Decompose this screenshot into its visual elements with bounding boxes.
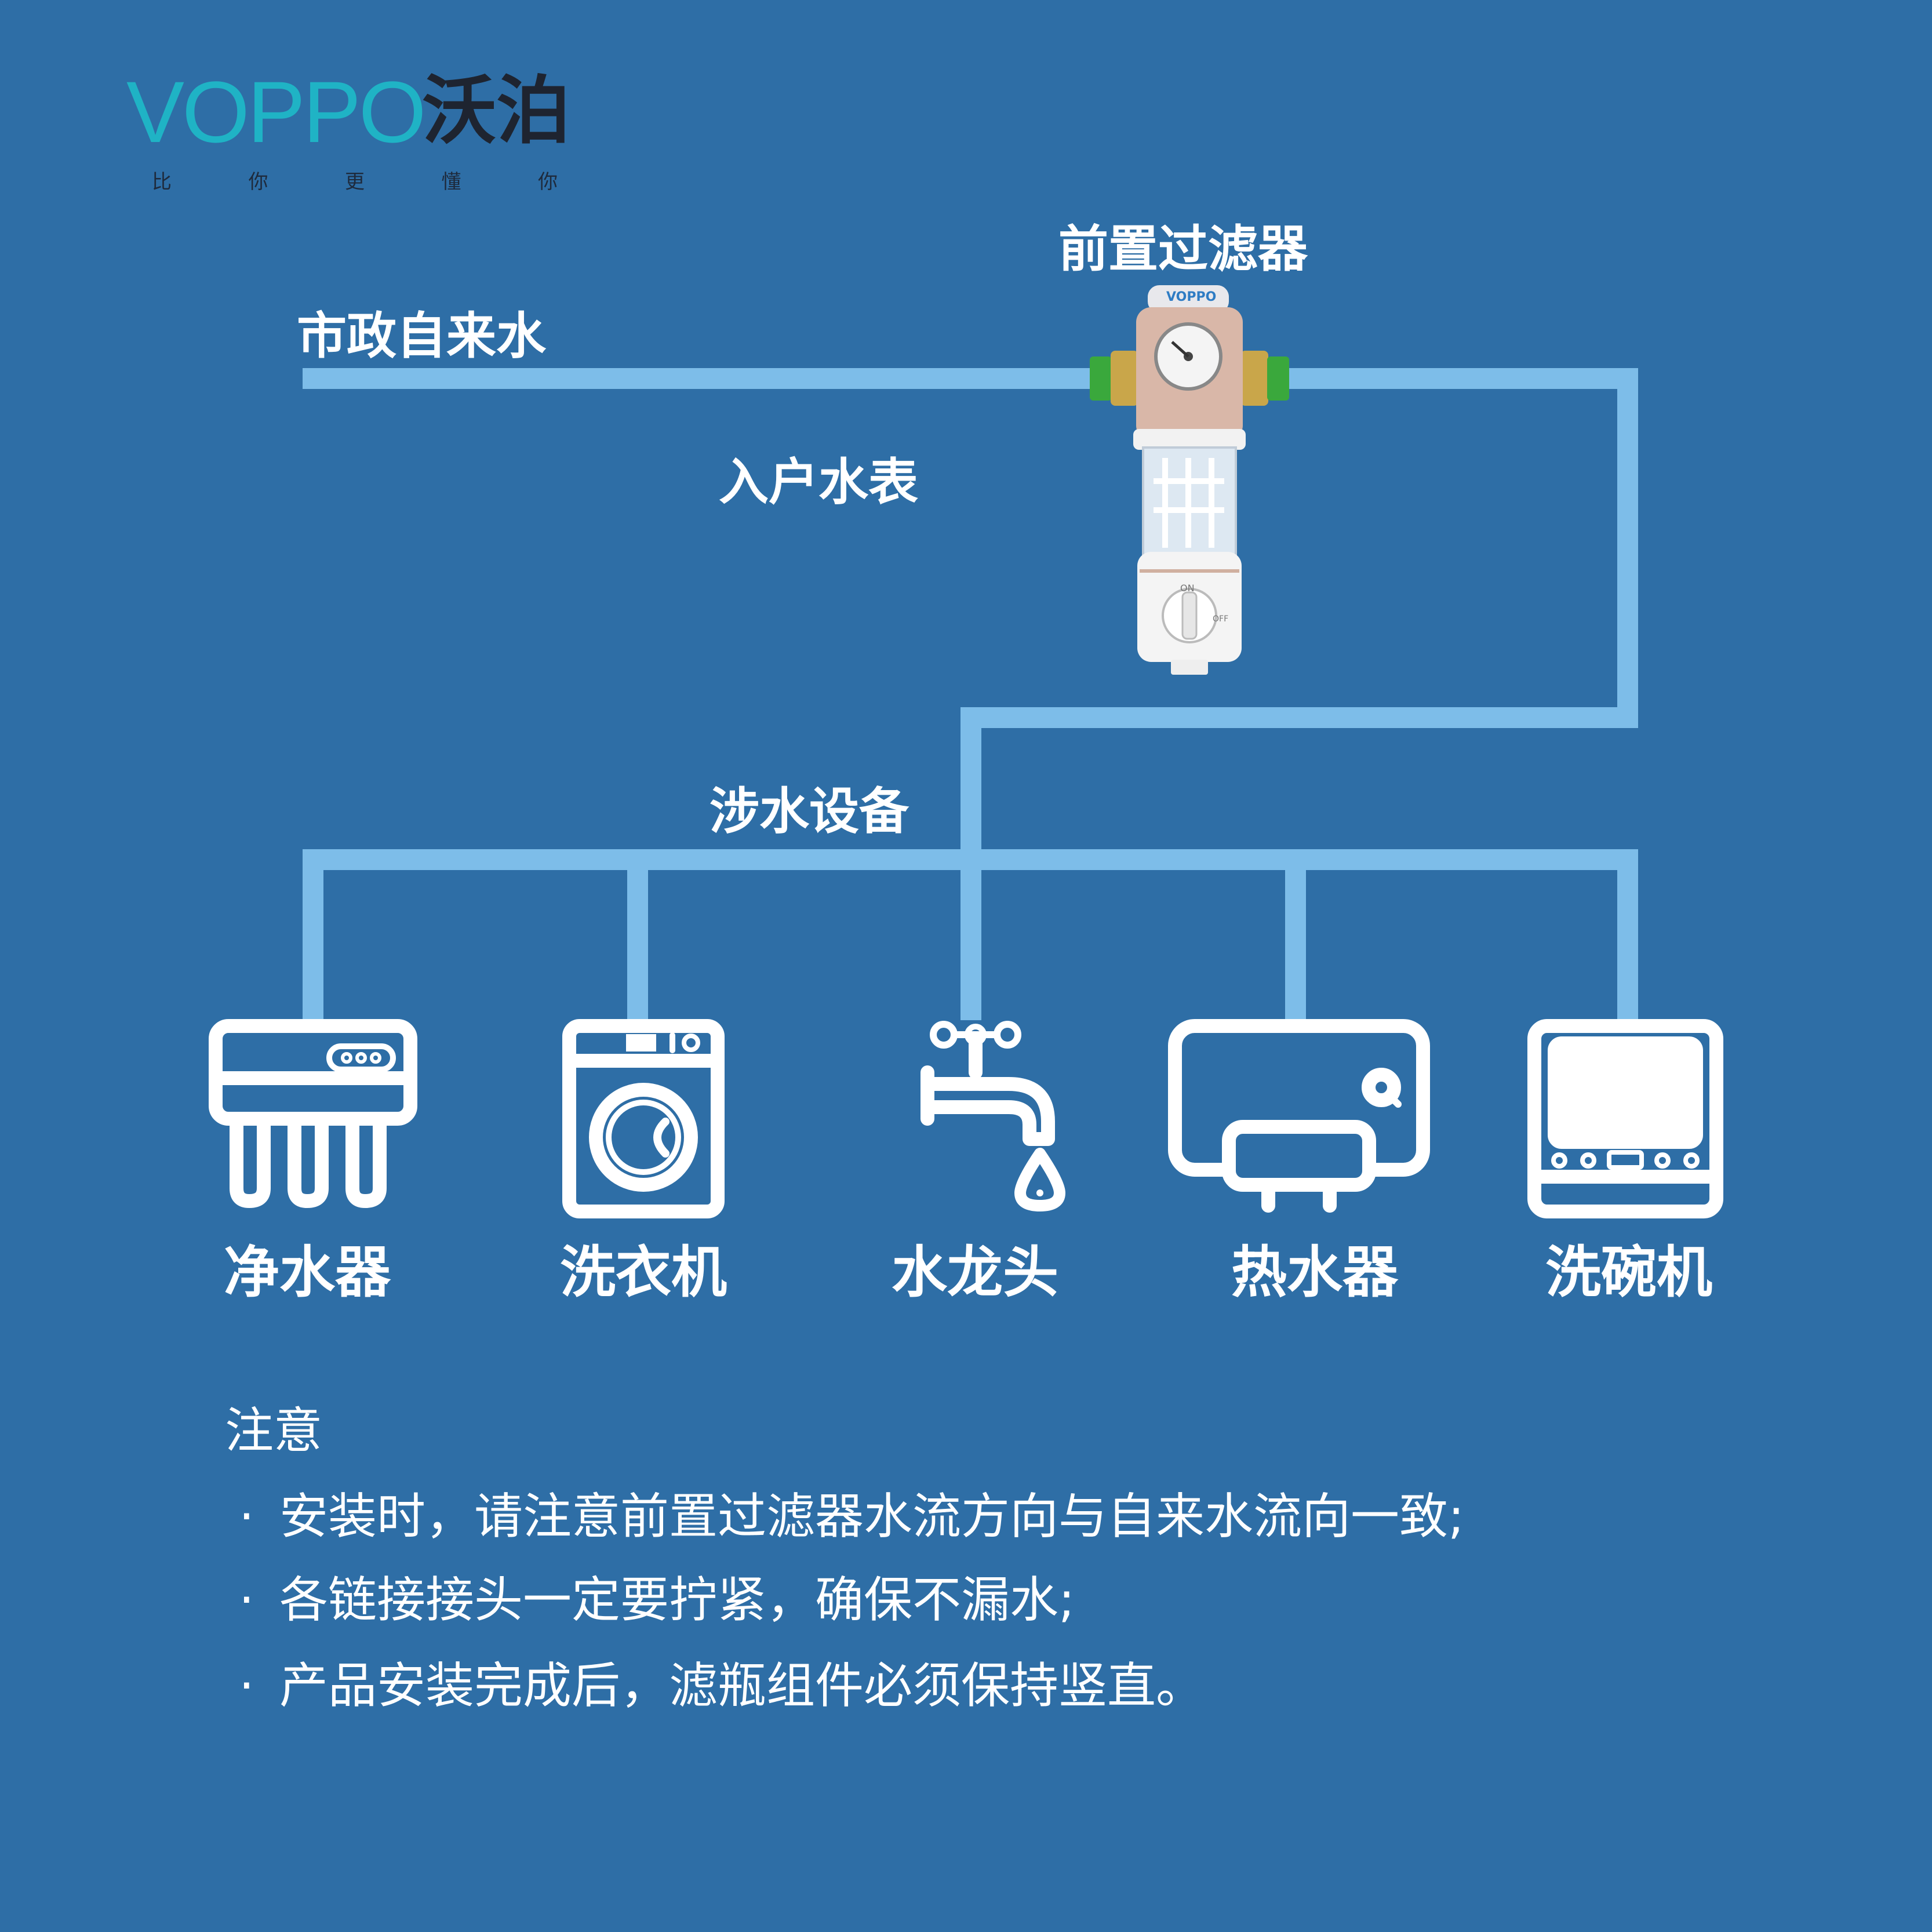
main-pipe [303,368,1638,860]
filter-dial-on: ON [1180,583,1195,594]
fitting-left-brass [1111,351,1138,406]
note-bullet: · [239,1488,254,1545]
note-text: 各链接接头一定要拧紧，确保不漏水; [279,1571,1075,1628]
filter-dial-off: OFF [1213,614,1229,624]
pre-filter-device [1090,285,1289,675]
dishwasher-icon [1527,1019,1723,1218]
fitting-right-brass [1240,351,1268,406]
filter-brand-mark: VOPPO [1166,290,1217,304]
flush-knob-handle [1181,591,1198,640]
water-heater-icon [1168,1019,1430,1213]
device-label-heater: 热水器 [1231,1240,1398,1305]
brand-logo-cn: 沃泊 [422,68,571,154]
brand-slogan: 比 你 更 懂 你 [152,166,558,194]
note-item: · 安装时，请注意前置过滤器水流方向与自来水流向一致; [239,1487,1464,1545]
slogan-char: 懂 [441,170,461,194]
label-municipal-water: 市政自来水 [297,307,546,365]
device-label-dishwasher: 洗碗机 [1545,1240,1712,1305]
filter-collar [1133,429,1246,450]
note-bullet: · [239,1657,254,1714]
label-water-meter: 入户水表 [719,453,918,511]
device-label-washer: 洗衣机 [560,1240,727,1305]
slogan-char: 更 [345,170,365,194]
note-item: · 产品安装完成后，滤瓶组件必须保持竖直。 [239,1657,1205,1715]
water-purifier-icon [209,1019,417,1208]
note-text: 安装时，请注意前置过滤器水流方向与自来水流向一致; [279,1488,1465,1545]
label-water-devices: 涉水设备 [710,783,909,841]
pipe-network [303,368,1638,1020]
note-text: 产品安装完成后，滤瓶组件必须保持竖直。 [279,1657,1205,1714]
filter-mesh [1154,458,1224,548]
filter-outlet [1171,660,1208,675]
note-item: · 各链接接头一定要拧紧，确保不漏水; [239,1571,1075,1629]
slogan-char: 比 [152,170,172,194]
fitting-right-green [1267,356,1289,401]
device-label-purifier: 净水器 [224,1240,391,1305]
brand-logo-en: VOPPO [126,63,426,161]
label-pre-filter: 前置过滤器 [1058,220,1308,278]
filter-top-cap [1148,285,1229,313]
notes-title: 注意 [225,1402,323,1459]
note-bullet: · [239,1571,254,1628]
washing-machine-icon [562,1019,725,1218]
slogan-char: 你 [538,170,558,194]
fitting-left-green [1090,356,1112,401]
device-label-faucet: 水龙头 [892,1240,1058,1305]
slogan-char: 你 [248,170,268,194]
gauge-needle [1171,341,1189,358]
faucet-icon [920,1021,1065,1211]
